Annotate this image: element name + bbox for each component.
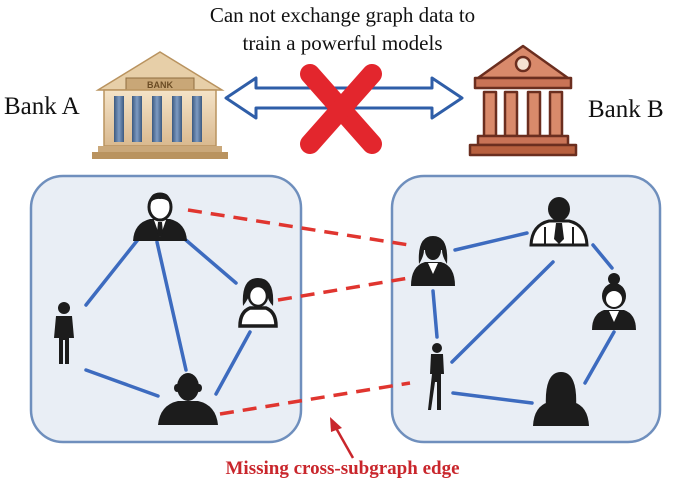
woman-icon xyxy=(238,278,278,328)
bank-building-icon: BANK xyxy=(92,51,228,159)
edge-a3-a4 xyxy=(84,368,160,398)
bank-b-subgraph-panel xyxy=(390,174,662,444)
bank-a-label: Bank A xyxy=(4,93,80,120)
woman-with-bun-icon xyxy=(592,273,636,330)
missing-edges xyxy=(187,208,411,416)
prohibited-cross-icon xyxy=(300,64,382,154)
edge-a1-a4 xyxy=(155,240,188,372)
man-silhouette-icon xyxy=(158,373,218,425)
standing-figure-icon xyxy=(428,343,444,410)
edge-a1-a2 xyxy=(178,233,238,285)
caption-line-1: Can not exchange graph data to xyxy=(209,3,476,27)
edge-b2-b4 xyxy=(450,260,555,364)
edge-b3-b5 xyxy=(583,330,616,385)
businessman-icon xyxy=(133,192,187,241)
missing-edge-label: Missing cross-subgraph edge xyxy=(225,458,460,479)
bank-temple-icon xyxy=(468,44,578,157)
bank-b-edges xyxy=(431,231,616,405)
standing-woman-icon xyxy=(54,302,74,364)
caption-line-2: train a powerful models xyxy=(242,31,443,55)
edge-b2-b3 xyxy=(591,243,614,270)
bank-sign-text: BANK xyxy=(147,80,173,90)
man-with-tie-icon xyxy=(529,197,589,247)
businesswoman-icon xyxy=(411,236,455,286)
bank-b-label: Bank B xyxy=(588,96,664,123)
missing-edge-a1-b1 xyxy=(187,208,410,247)
bank-a-edges xyxy=(84,233,252,398)
edge-a1-a3 xyxy=(84,235,142,307)
annotation-arrow xyxy=(330,417,355,459)
edge-b1-b4 xyxy=(431,289,439,339)
edge-a2-a4 xyxy=(214,330,252,396)
edge-b4-b5 xyxy=(451,391,534,405)
woman-silhouette-icon xyxy=(533,372,589,426)
missing-edge-a4-b4 xyxy=(219,381,411,416)
edge-b1-b2 xyxy=(453,231,529,252)
